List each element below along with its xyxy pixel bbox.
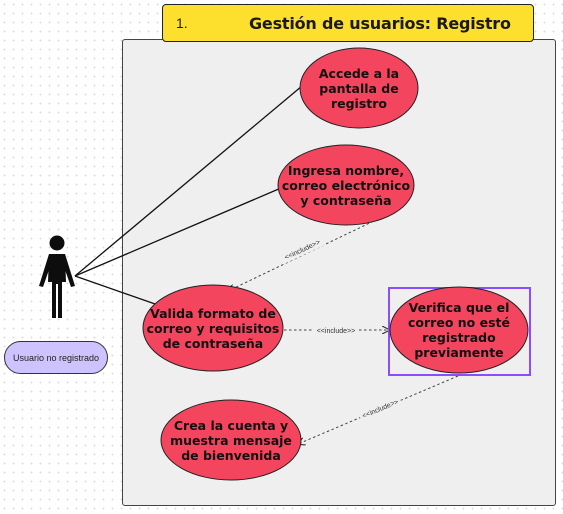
association-actor-uc1 [74, 85, 303, 277]
diagram-title: Gestión de usuarios: Registro [249, 14, 511, 33]
use-case-ellipse-1 [299, 47, 419, 129]
include-label-bg [279, 235, 325, 264]
use-case-ellipse-4 [389, 286, 529, 374]
actor-figure [39, 235, 75, 318]
actor-label: Usuario no registrado [4, 341, 108, 374]
use-case-5-label: Crea la cuenta y muestra mensaje de bien… [170, 417, 292, 463]
include-label-bg [357, 394, 403, 423]
title-number: 1. [176, 15, 188, 31]
association-actor-uc2 [74, 187, 282, 277]
use-case-ellipse-5 [160, 399, 302, 481]
actor-label-text: Usuario no registrado [12, 352, 100, 363]
use-case-3-label: Valida formato de correo y requisitos de… [146, 305, 280, 351]
use-case-1-label: Accede a la pantalla de registro [318, 65, 400, 111]
use-case-ellipse-2 [277, 144, 415, 226]
include-label-2: <<include>> [317, 328, 356, 335]
use-case-ellipse-3 [142, 284, 284, 372]
use-case-4-label: Verifica que el correo no esté registrad… [408, 300, 510, 360]
use-case-2-label: Ingresa nombre, correo electrónico y con… [281, 162, 411, 208]
association-actor-uc3 [74, 275, 159, 306]
include-label-bg [314, 325, 358, 335]
diagram-title-bar: 1. Gestión de usuarios: Registro [162, 4, 534, 42]
